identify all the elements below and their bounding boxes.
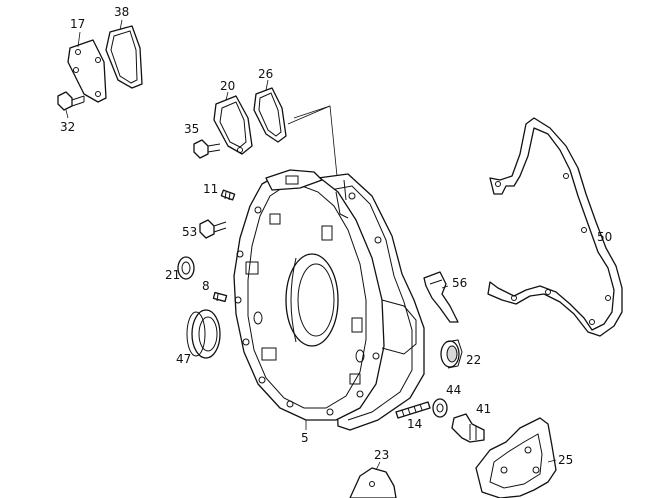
callout-53: 53 [182, 225, 197, 239]
callout-35: 35 [184, 122, 199, 136]
callout-14: 14 [407, 417, 422, 431]
callout-25: 25 [558, 453, 573, 467]
callout-11: 11 [203, 182, 218, 196]
part-14-stud[interactable] [395, 401, 431, 419]
callout-23: 23 [374, 448, 389, 462]
callout-17: 17 [70, 17, 85, 31]
part-35-bolt[interactable] [193, 139, 221, 159]
callout-56: 56 [452, 276, 467, 290]
part-22-seal[interactable] [440, 339, 463, 369]
callout-41: 41 [476, 402, 491, 416]
part-56-bracket[interactable] [423, 271, 459, 323]
callout-32: 32 [60, 120, 75, 134]
part-38-gasket[interactable] [105, 25, 143, 89]
part-41-plug[interactable] [451, 413, 485, 443]
part-11-pin[interactable] [220, 189, 236, 201]
callout-38: 38 [114, 5, 129, 19]
part-53-bolt[interactable] [199, 219, 227, 239]
callout-5: 5 [301, 431, 309, 445]
part-8-pin[interactable] [212, 291, 228, 303]
callout-50: 50 [597, 230, 612, 244]
part-25-cover[interactable] [475, 417, 557, 498]
callout-8: 8 [202, 279, 210, 293]
part-20-cover[interactable] [213, 95, 253, 155]
part-17-cover-plate[interactable] [67, 39, 107, 103]
part-5-flywheel-housing[interactable] [233, 169, 425, 431]
callout-26: 26 [258, 67, 273, 81]
part-32-bolt[interactable] [57, 91, 85, 111]
callout-47: 47 [176, 352, 191, 366]
callout-20: 20 [220, 79, 235, 93]
part-44-washer[interactable] [432, 398, 448, 418]
part-21-plug[interactable] [177, 256, 195, 280]
part-47-seal[interactable] [186, 309, 221, 359]
part-26-gasket[interactable] [253, 87, 287, 143]
callout-44: 44 [446, 383, 461, 397]
callout-21: 21 [165, 268, 180, 282]
callout-22: 22 [466, 353, 481, 367]
part-50-gasket[interactable] [487, 117, 623, 337]
part-23-cover[interactable] [349, 467, 397, 498]
